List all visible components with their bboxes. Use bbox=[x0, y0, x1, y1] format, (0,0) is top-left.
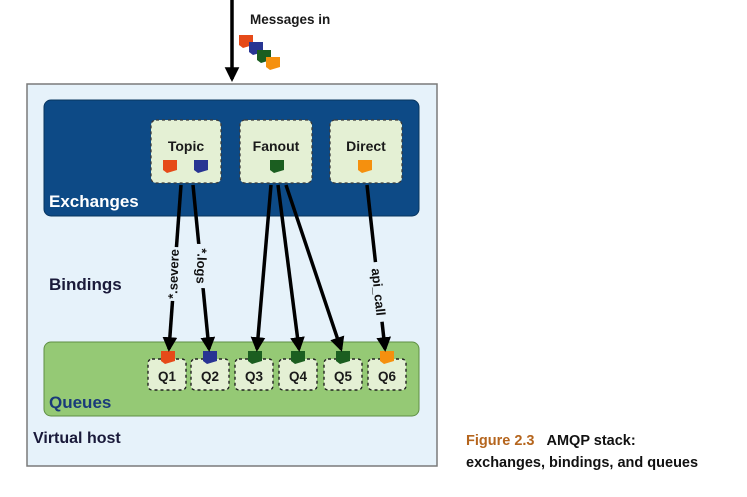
message-icon-orange bbox=[358, 160, 372, 173]
exchange-direct-label: Direct bbox=[346, 138, 386, 154]
virtual-host-label: Virtual host bbox=[33, 430, 121, 447]
queue-q4-label: Q4 bbox=[289, 369, 308, 384]
exchange-fanout-label: Fanout bbox=[253, 138, 300, 154]
queue-q3-label: Q3 bbox=[245, 369, 264, 384]
incoming-messages-stack bbox=[239, 35, 280, 70]
binding-arrow-fanout-q5 bbox=[284, 184, 345, 352]
exchanges-label: Exchanges bbox=[49, 192, 139, 211]
messages-in-label: Messages in bbox=[250, 12, 330, 27]
message-icon-red bbox=[163, 160, 177, 173]
queue-q5[interactable]: Q5 bbox=[323, 351, 363, 391]
message-icon-green bbox=[291, 351, 305, 364]
binding-key-severe: *.severe bbox=[163, 246, 184, 302]
message-icon-green bbox=[336, 351, 350, 364]
queue-q1-label: Q1 bbox=[158, 369, 177, 384]
figure-caption: Figure 2.3 AMQP stack: exchanges, binding… bbox=[466, 430, 746, 474]
svg-text:api_call: api_call bbox=[369, 267, 389, 316]
queues-label: Queues bbox=[49, 393, 111, 412]
queue-q4[interactable]: Q4 bbox=[278, 351, 318, 391]
message-icon-blue bbox=[203, 351, 217, 364]
caption-line-2: exchanges, bindings, and queues bbox=[466, 455, 699, 471]
message-icon-orange bbox=[380, 351, 394, 364]
queue-q2[interactable]: Q2 bbox=[190, 351, 230, 391]
figure-number: Figure 2.3 bbox=[466, 433, 535, 449]
message-icon-green bbox=[248, 351, 262, 364]
queue-q5-label: Q5 bbox=[334, 369, 353, 384]
queue-q6-label: Q6 bbox=[378, 369, 397, 384]
queue-q3[interactable]: Q3 bbox=[234, 351, 274, 391]
svg-text:*.severe: *.severe bbox=[165, 249, 182, 299]
exchange-direct[interactable]: Direct bbox=[329, 119, 403, 184]
svg-text:*.logs: *.logs bbox=[193, 248, 209, 284]
exchange-fanout[interactable]: Fanout bbox=[239, 119, 313, 184]
message-icon-blue bbox=[194, 160, 208, 173]
binding-arrow-fanout-q3 bbox=[250, 184, 273, 352]
bindings-label: Bindings bbox=[49, 275, 122, 294]
exchange-topic-label: Topic bbox=[168, 138, 205, 154]
message-icon-red bbox=[161, 351, 175, 364]
caption-title: AMQP stack: bbox=[546, 433, 636, 449]
queue-q2-label: Q2 bbox=[201, 369, 219, 384]
binding-key-logs: *.logs bbox=[191, 243, 212, 289]
queue-q1[interactable]: Q1 bbox=[147, 351, 187, 391]
caption-line-1: Figure 2.3 AMQP stack: bbox=[466, 430, 746, 452]
message-icon-green bbox=[270, 160, 284, 173]
binding-arrow-fanout-q4 bbox=[276, 184, 305, 352]
exchange-topic[interactable]: Topic bbox=[150, 119, 222, 184]
exchanges-panel bbox=[43, 99, 420, 217]
queue-q6[interactable]: Q6 bbox=[367, 351, 407, 391]
binding-key-api-call: api_call bbox=[365, 261, 392, 323]
